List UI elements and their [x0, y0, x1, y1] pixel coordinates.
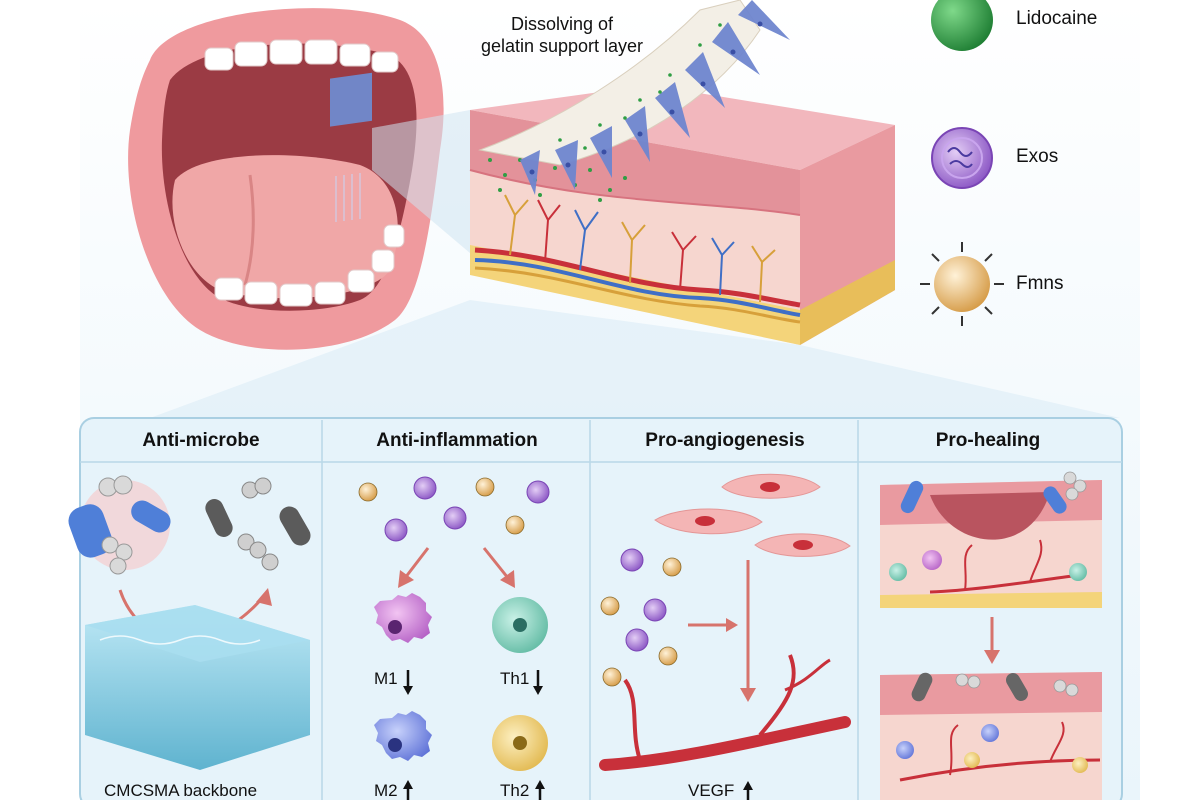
pro-angiogenesis-art — [599, 473, 851, 800]
th2-label: Th2 — [500, 781, 530, 800]
panel-title-pro-healing: Pro-healing — [935, 430, 1041, 451]
green-sphere-icon — [931, 0, 993, 51]
zoom-connector — [372, 110, 490, 270]
zoom-funnel — [150, 300, 1120, 418]
open-mouth-illustration — [128, 8, 444, 350]
anti-inflammation-art — [358, 476, 550, 800]
cmcsma-backbone-label: CMCSMA backbone — [104, 781, 258, 800]
panel-title-anti-inflammation: Anti-inflammation — [376, 430, 538, 451]
anti-microbe-art — [68, 475, 311, 770]
spiky-nanoparticle-icon — [920, 242, 1004, 326]
legend-label-fmns: Fmns — [1016, 273, 1064, 294]
dissolving-caption-line2: gelatin support layer — [480, 36, 644, 56]
th1-label: Th1 — [500, 669, 530, 688]
pro-healing-art — [880, 471, 1102, 800]
panel-title-pro-angiogenesis: Pro-angiogenesis — [645, 430, 805, 451]
dissolving-caption-line1: Dissolving of — [510, 14, 614, 34]
exosome-icon — [931, 127, 993, 189]
panel-title-anti-microbe: Anti-microbe — [142, 430, 260, 451]
legend-label-lidocaine: Lidocaine — [1016, 8, 1098, 29]
m1-label: M1 — [374, 669, 398, 688]
legend-label-exos: Exos — [1016, 146, 1059, 167]
mechanism-panel — [79, 417, 1123, 800]
microneedle-patch — [478, 0, 790, 195]
m2-label: M2 — [374, 781, 398, 800]
legend-icons — [920, 0, 1004, 326]
vegf-label: VEGF — [688, 781, 735, 800]
